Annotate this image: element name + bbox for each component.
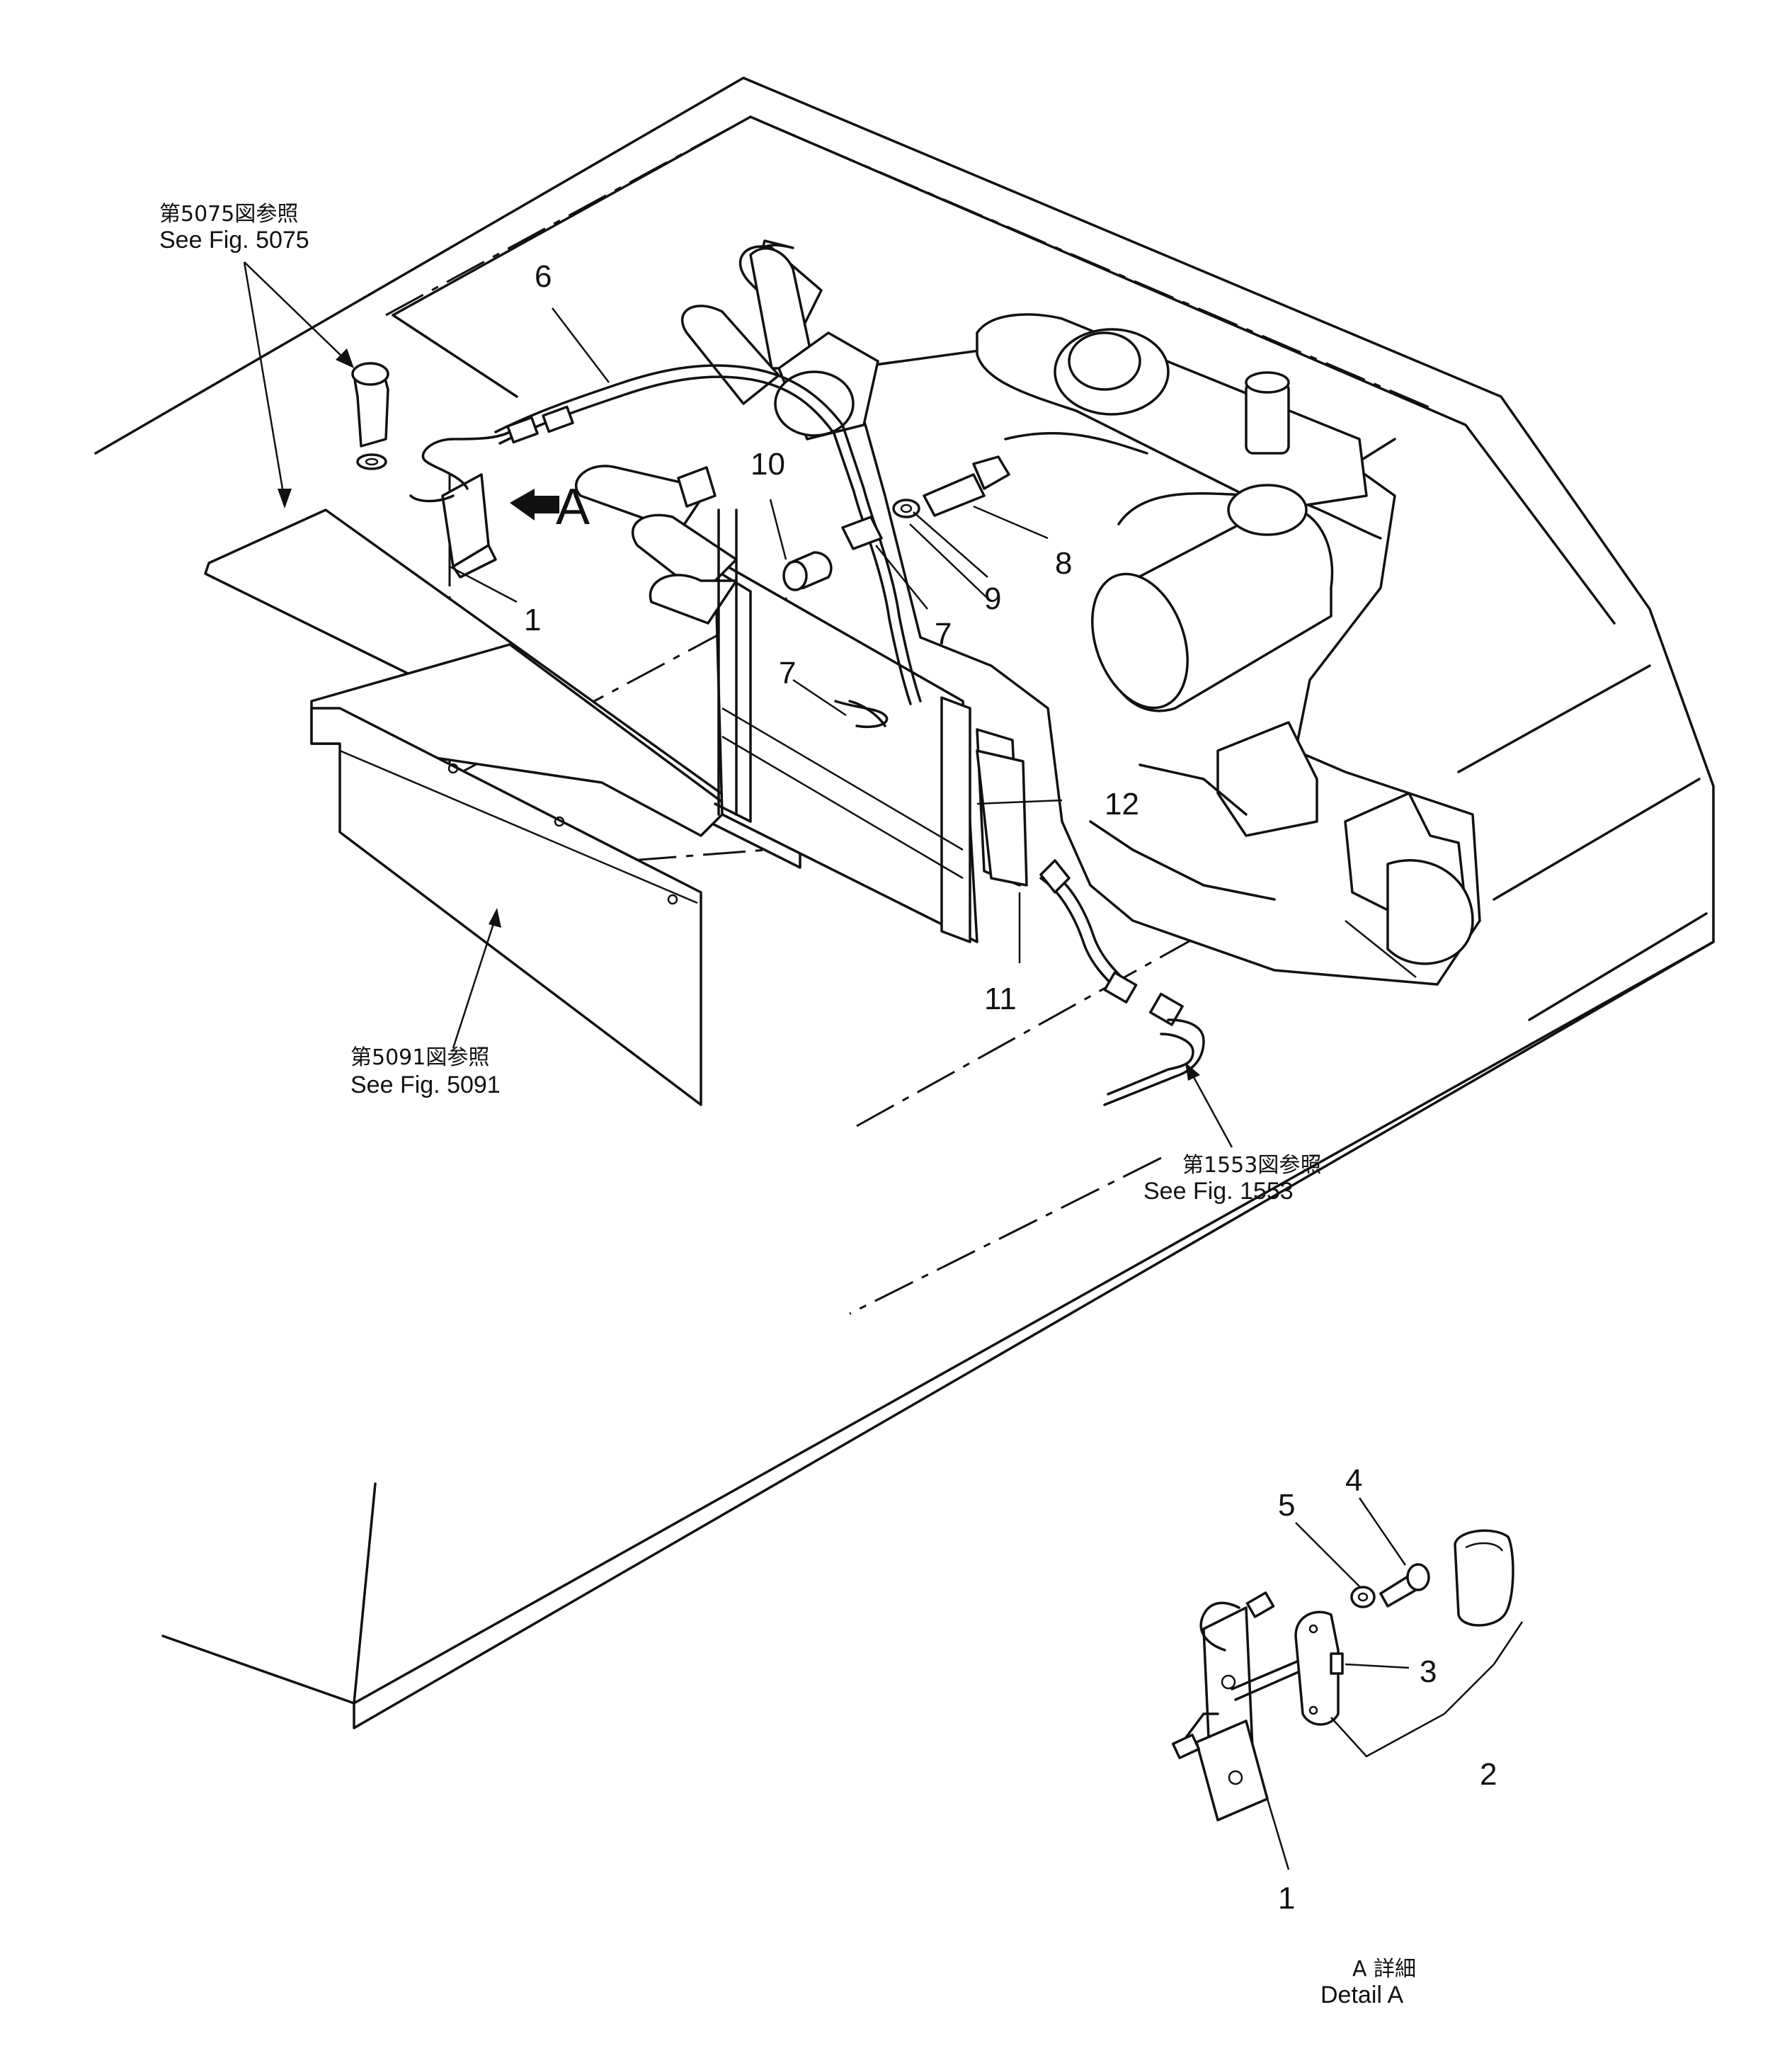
harness-clamp-lower — [848, 700, 1071, 894]
callout-9: 9 — [984, 581, 1001, 616]
engine — [848, 313, 1481, 986]
wiring-harness — [494, 364, 1205, 1106]
detail-callout-5: 5 — [1278, 1488, 1295, 1523]
view-arrow-label: A — [556, 479, 590, 535]
lamp-assembly-main — [409, 405, 574, 579]
detail-bolt-4 — [1379, 1563, 1430, 1608]
ref-label-5091: 第5091図参照 See Fig. 5091 — [350, 1045, 501, 1098]
ref-5091-en: See Fig. 5091 — [350, 1072, 501, 1098]
callout-6: 6 — [535, 259, 552, 294]
detail-lens-housing-3 — [1294, 1610, 1344, 1726]
ref-5091-jp: 第5091図参照 — [350, 1045, 489, 1070]
ref-1553-en: See Fig. 1553 — [1143, 1178, 1294, 1205]
detail-washer-5 — [1350, 1586, 1376, 1608]
callout-7-upper: 7 — [935, 617, 952, 652]
callouts-main: 6 10 1 8 9 7 7 12 11 — [524, 259, 1139, 1016]
clamp-7-upper — [841, 516, 883, 550]
detail-callout-4: 4 — [1345, 1463, 1362, 1498]
view-arrow-a: A — [510, 479, 590, 535]
callout-10: 10 — [751, 447, 785, 482]
ref-1553-jp: 第1553図参照 — [1182, 1153, 1321, 1178]
collar-10 — [782, 551, 833, 591]
detail-caption-jp: A 詳細 — [1352, 1957, 1416, 1982]
machine-cover-outline — [94, 76, 1715, 1729]
detail-a: 5 4 3 2 1 A 詳細 Detail A — [1172, 1463, 1524, 2008]
detail-callout-2: 2 — [1480, 1757, 1497, 1792]
detail-bracket-1 — [1195, 1606, 1269, 1822]
detail-callout-1: 1 — [1278, 1881, 1295, 1916]
leader-lines-main — [449, 307, 1063, 963]
washer-9 — [892, 499, 920, 518]
reference-arrows — [243, 261, 1233, 1148]
cooling-fan — [575, 239, 879, 625]
detail-leaders — [1266, 1497, 1524, 1870]
bolt-8 — [923, 455, 1010, 517]
callout-1: 1 — [524, 603, 541, 637]
radiator — [714, 558, 1028, 943]
ref-label-5075: 第5075図参照 See Fig. 5075 — [159, 202, 309, 254]
callout-7-lower: 7 — [779, 656, 796, 690]
ref-5075-jp: 第5075図参照 — [159, 202, 298, 227]
bolt-fig5075 — [351, 362, 389, 470]
detail-callout-3: 3 — [1420, 1654, 1437, 1689]
callout-11: 11 — [984, 982, 1017, 1016]
callout-12: 12 — [1105, 787, 1139, 822]
front-cover-panel — [204, 508, 801, 1106]
ref-label-1553: 第1553図参照 See Fig. 1553 — [1143, 1153, 1321, 1205]
ref-5075-en: See Fig. 5075 — [159, 227, 309, 254]
detail-caption-en: Detail A — [1320, 1982, 1403, 2008]
detail-lens-cover — [1454, 1529, 1514, 1627]
callout-8: 8 — [1055, 546, 1072, 581]
bracket-10 — [677, 466, 738, 816]
